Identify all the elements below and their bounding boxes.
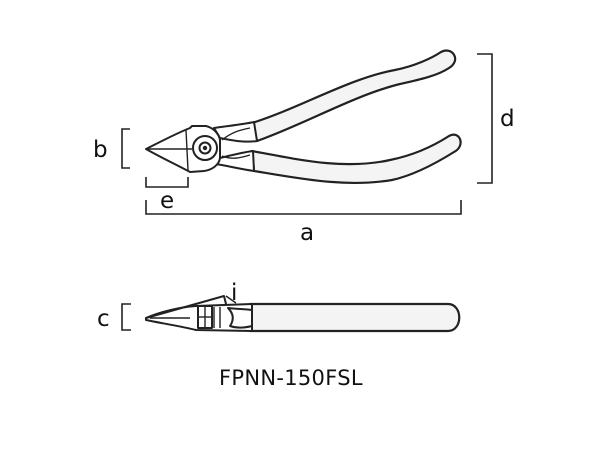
dim-i-leader [225, 295, 237, 304]
dim-c-bracket [121, 303, 131, 331]
dim-e-label: e [160, 188, 174, 214]
dim-i-label: i [231, 280, 237, 306]
pivot-center [202, 145, 208, 151]
dim-c-label: c [97, 306, 110, 332]
model-number: FPNN-150FSL [219, 366, 363, 390]
dim-b-label: b [93, 137, 108, 163]
side-neck [227, 307, 253, 329]
dim-a-label: a [300, 220, 314, 246]
upper-handle-grip [250, 49, 457, 143]
plier-top-view [145, 49, 462, 185]
side-handle-grip [248, 302, 461, 333]
jaw-step-line [185, 129, 189, 171]
dim-e-bracket [145, 177, 189, 188]
plier-side-view [145, 295, 461, 333]
dim-d-label: d [500, 106, 515, 132]
blade-edge [145, 295, 227, 319]
lower-neck [215, 150, 255, 172]
joint-rib-lines [213, 307, 221, 328]
dim-d-bracket [477, 53, 493, 184]
dim-a-bracket [145, 200, 462, 215]
return-spring [221, 127, 251, 159]
lower-handle-grip [250, 133, 462, 185]
dim-b-bracket [121, 128, 130, 169]
